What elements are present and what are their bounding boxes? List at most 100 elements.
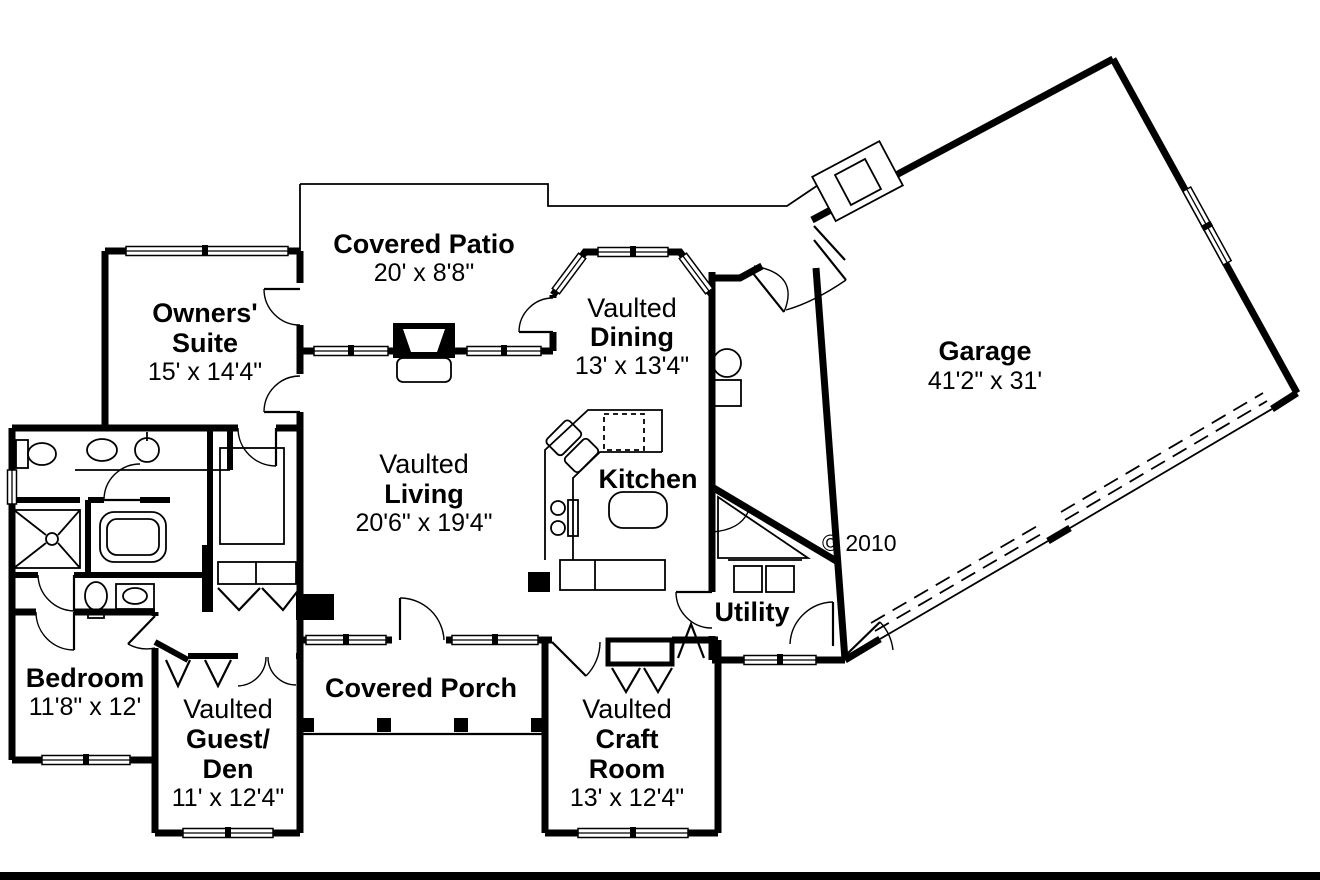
room-dims: 41'2" x 31' [928, 367, 1042, 395]
guest-double-doors [237, 656, 297, 687]
porch-post [454, 718, 468, 732]
utility-fixtures [676, 348, 811, 659]
bath-window [6, 469, 18, 505]
pantry-shelves [717, 495, 811, 559]
dryer [765, 565, 795, 593]
label-kitchen: Kitchen [598, 464, 697, 494]
shower [13, 509, 81, 569]
kitchen-island [608, 491, 668, 529]
porch-door [398, 597, 445, 641]
craft-closet [605, 637, 675, 695]
label-garage: Garage 41'2" x 31' [928, 336, 1042, 395]
garage-door-opening [870, 524, 1049, 640]
room-prefix: Vaulted [582, 694, 672, 724]
utility-garage-door [789, 601, 835, 646]
bedroom-window [41, 754, 131, 766]
label-craft-room: Vaulted Craft Room 13' x 12'4" [570, 694, 684, 812]
refrigerator [603, 413, 645, 451]
room-name: Den [202, 754, 253, 784]
room-name: Kitchen [598, 464, 697, 494]
owners-suite-door [263, 287, 301, 326]
owners-suite-window [125, 245, 289, 257]
guest-closet-bifold [165, 659, 232, 689]
label-dining: Vaulted Dining 13' x 13'4" [575, 293, 689, 380]
utility-window [743, 654, 817, 666]
room-name: Room [589, 754, 666, 784]
windows [6, 245, 817, 839]
room-dims: 15' x 14'4" [148, 358, 262, 386]
bottom-border [0, 872, 1320, 880]
bedroom-guest-door [127, 615, 156, 650]
label-utility: Utility [714, 597, 789, 627]
kitchen-counter-lower [559, 559, 666, 591]
vanity-sinks [75, 432, 230, 471]
label-bedroom: Bedroom 11'8" x 12' [26, 663, 145, 721]
fireplace [393, 323, 455, 383]
garage-window [1181, 186, 1233, 266]
room-dims: 13' x 13'4" [575, 352, 689, 380]
room-labels: Owners' Suite 15' x 14'4" Covered Patio … [26, 229, 1042, 812]
cased-opening [676, 620, 706, 659]
stove [550, 499, 579, 537]
garage-chimney [811, 139, 905, 223]
water-heater [712, 348, 742, 407]
room-name: Covered Patio [333, 229, 515, 259]
guest-den-window [182, 827, 274, 839]
bedroom-door [35, 611, 76, 651]
room-dims: 20'6" x 19'4" [355, 509, 492, 537]
label-covered-patio: Covered Patio 20' x 8'8" [333, 229, 515, 287]
patio-outline [299, 176, 831, 251]
bath-door [237, 427, 278, 467]
garage-side-door-leaf [813, 225, 846, 261]
bathtub [99, 511, 167, 563]
bifold-doors [217, 587, 301, 612]
copyright-text: © 2010 [822, 530, 897, 556]
dining-bay-window [597, 246, 669, 258]
room-name: Dining [590, 322, 674, 352]
room-prefix: Vaulted [183, 694, 273, 724]
room-dims: 11' x 12'4" [172, 784, 284, 812]
porch-window [451, 634, 539, 646]
garage-entry-door [844, 621, 894, 657]
tub-room-door [103, 463, 141, 502]
kitchen-fixtures [544, 409, 668, 591]
room-name: Bedroom [26, 663, 145, 693]
living-window [313, 345, 389, 357]
label-covered-porch: Covered Porch [325, 673, 517, 703]
utility-hall-door [675, 590, 713, 629]
walls-interior [12, 428, 550, 663]
room-name: Utility [714, 597, 789, 627]
room-name: Suite [172, 328, 238, 358]
kitchen-sink [545, 419, 600, 474]
dining-bay-window [551, 252, 587, 295]
room-prefix: Vaulted [587, 293, 677, 323]
label-guest-den: Vaulted Guest/ Den 11' x 12'4" [172, 694, 284, 812]
dining-bay-window [678, 252, 714, 295]
room-name: Living [384, 479, 464, 509]
washer [733, 565, 763, 593]
garage-door-opening [1060, 392, 1273, 529]
room-name: Craft [595, 724, 658, 754]
closet [217, 447, 301, 612]
living-window [466, 345, 542, 357]
room-name: Guest/ [186, 724, 271, 754]
porch-post [377, 718, 391, 732]
hall-door [263, 375, 301, 414]
craft-room-door [551, 641, 601, 677]
room-dims: 20' x 8'8" [374, 259, 474, 287]
walkway-double-doors [751, 239, 847, 313]
room-name: Covered Porch [325, 673, 517, 703]
room-prefix: Vaulted [379, 449, 469, 479]
walls-exterior [8, 247, 845, 837]
room-name: Owners' [152, 298, 257, 328]
patio-dining-door [518, 297, 554, 334]
porch-window [305, 634, 387, 646]
garage-walls [810, 55, 1301, 664]
craft-room-window [577, 827, 689, 839]
sink [115, 583, 155, 610]
pantry-door [711, 511, 749, 533]
label-living: Vaulted Living 20'6" x 19'4" [355, 449, 492, 537]
label-owners-suite: Owners' Suite 15' x 14'4" [148, 298, 262, 386]
